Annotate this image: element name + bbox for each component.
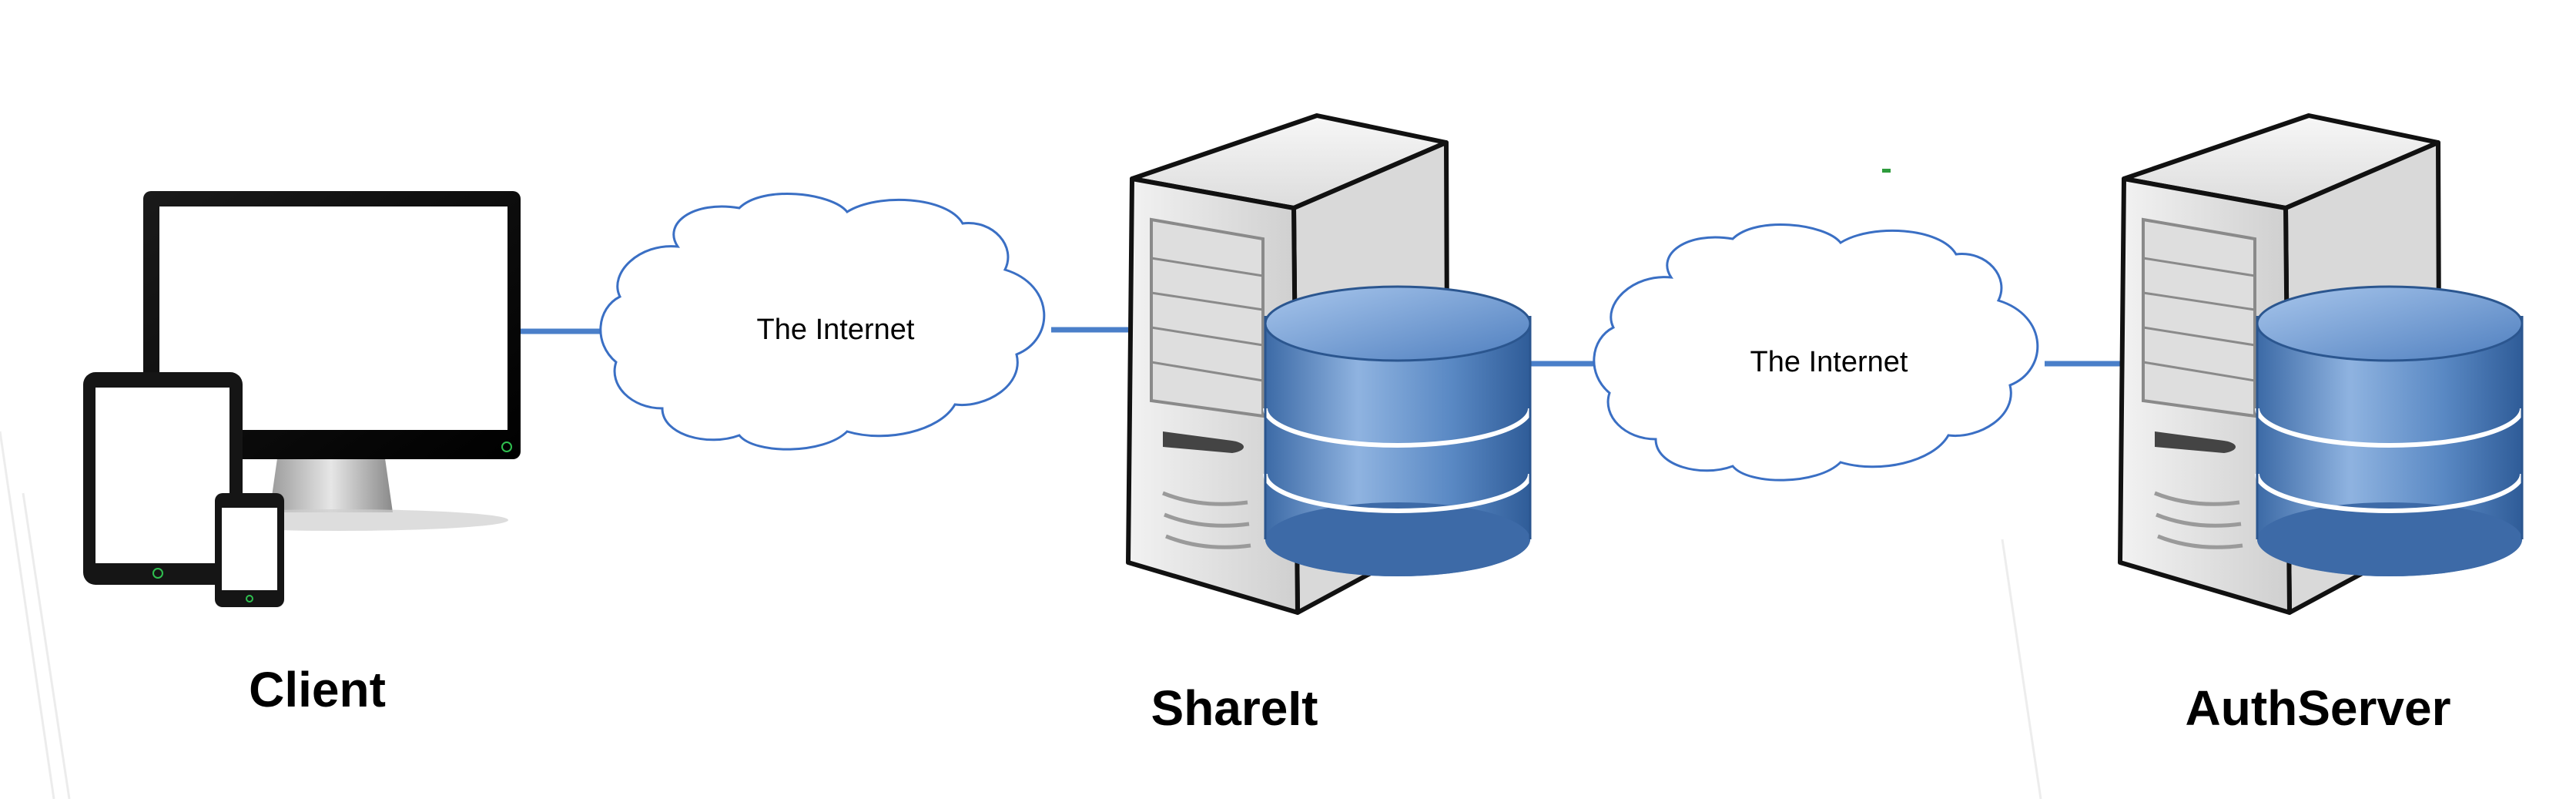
tablet-icon <box>83 372 243 585</box>
shareit-label: ShareIt <box>1151 680 1318 736</box>
authserver-label: AuthServer <box>2185 680 2451 736</box>
green-mark <box>1882 169 1891 173</box>
connection-lines <box>520 327 2129 367</box>
cloud-1-label: The Internet <box>757 314 915 346</box>
client-label: Client <box>249 662 386 717</box>
shareit-database-icon <box>1263 285 1533 576</box>
authserver-server-icon <box>2118 113 2524 615</box>
phone-icon <box>215 493 284 607</box>
cloud-2-label: The Internet <box>1750 346 1908 378</box>
internet-cloud-1: The Internet <box>599 193 1046 451</box>
background-texture <box>0 431 2042 799</box>
authserver-database-icon <box>2255 285 2524 576</box>
shareit-server-icon <box>1126 113 1533 615</box>
client-devices-icon <box>83 191 521 607</box>
internet-cloud-2: The Internet <box>1593 223 2039 482</box>
